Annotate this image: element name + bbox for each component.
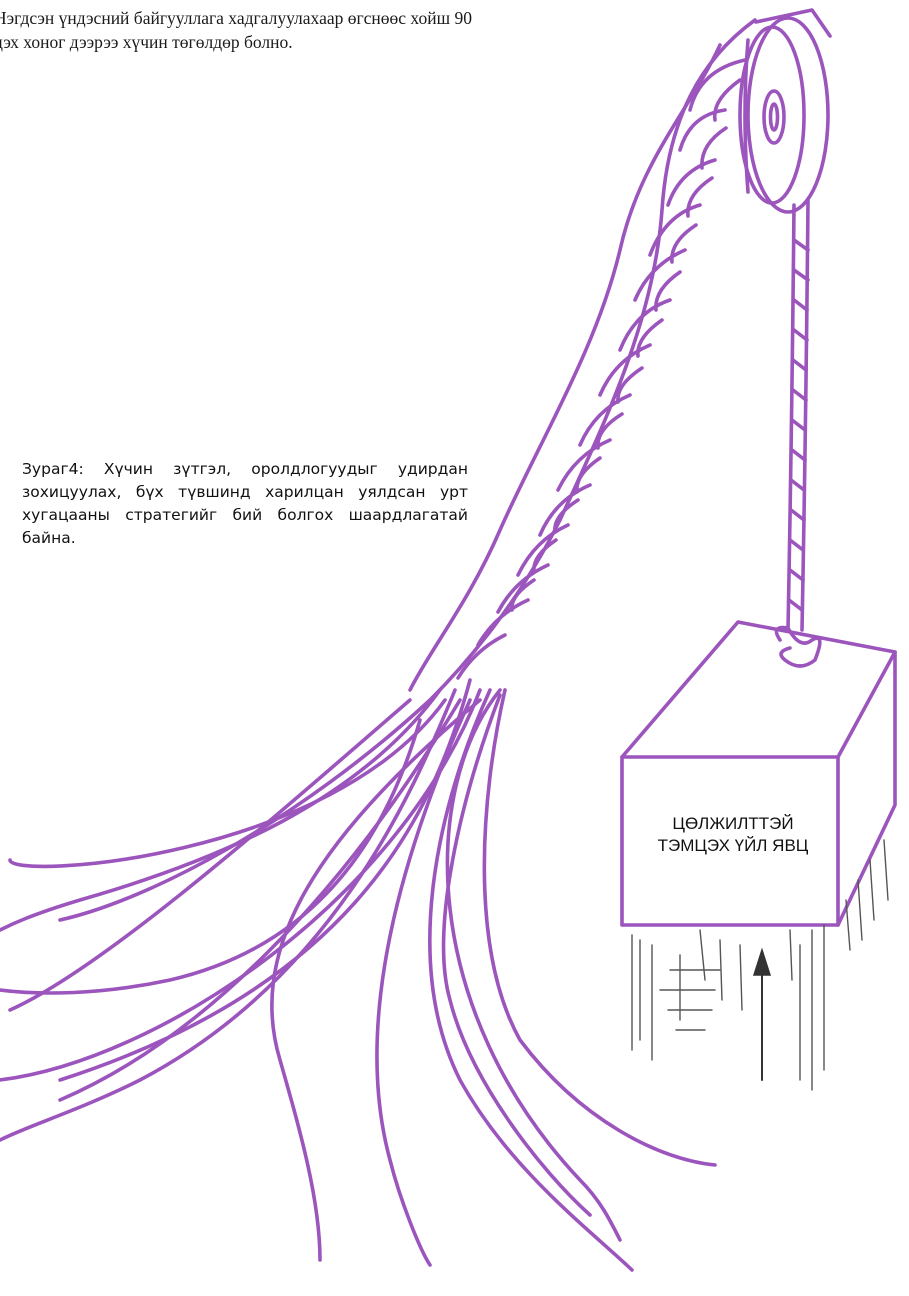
box-label-line-1: ЦӨЛЖИЛТТЭЙ bbox=[626, 813, 840, 835]
figure-caption: Зураг4: Хүчин зүтгэл, оролдлогуудыг удир… bbox=[22, 458, 468, 550]
box-label: ЦӨЛЖИЛТТЭЙ ТЭМЦЭХ ҮЙЛ ЯВЦ bbox=[626, 813, 840, 857]
pulley-icon bbox=[740, 10, 830, 212]
box-icon bbox=[622, 622, 895, 925]
thin-cord bbox=[788, 200, 808, 630]
twisted-rope bbox=[410, 20, 755, 700]
up-arrow-icon bbox=[754, 950, 770, 1080]
box-label-line-2: ТЭМЦЭХ ҮЙЛ ЯВЦ bbox=[626, 835, 840, 857]
frayed-strands bbox=[0, 680, 715, 1270]
